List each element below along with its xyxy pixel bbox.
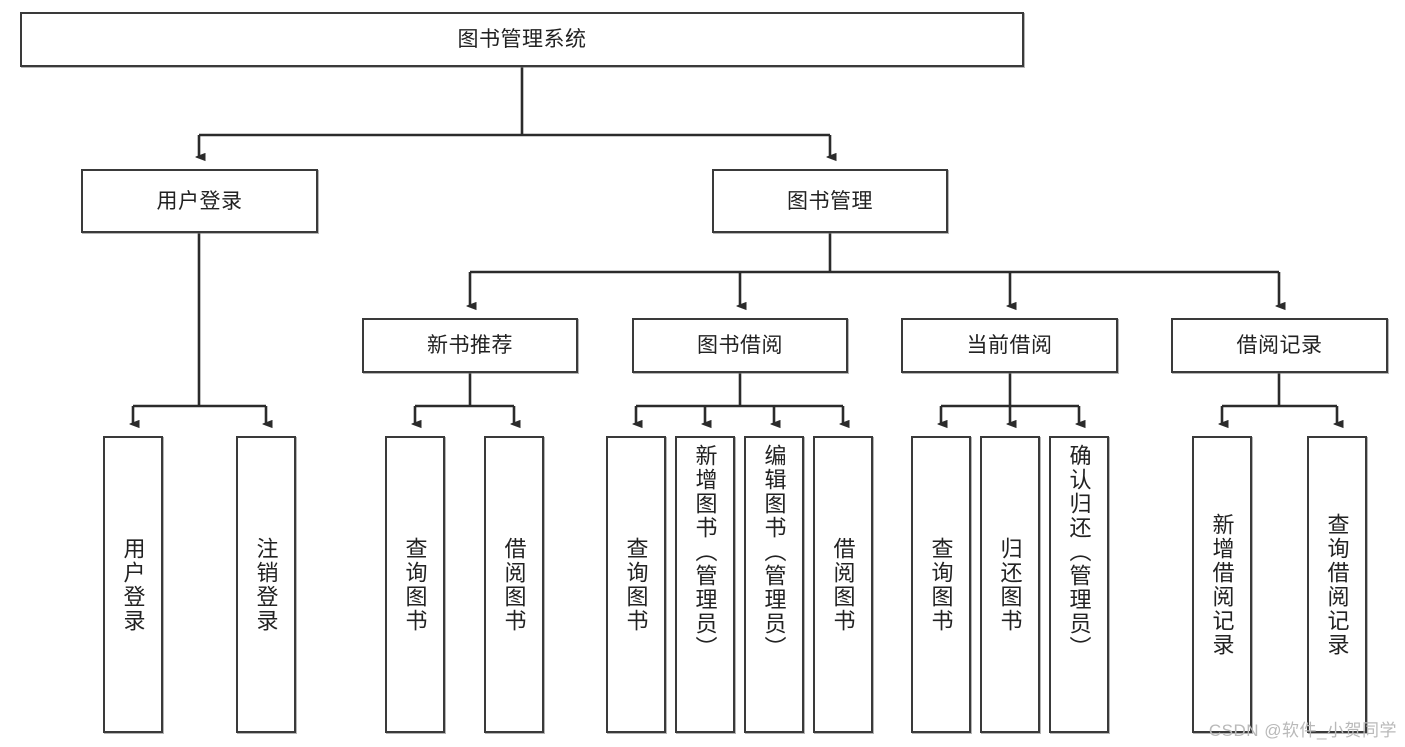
node-leaf-add-book-admin-label: 新增图书（管理员） — [692, 444, 718, 660]
node-new-book-recommend[interactable]: 新书推荐 — [362, 318, 578, 373]
node-borrow-record[interactable]: 借阅记录 — [1171, 318, 1388, 373]
node-leaf-borrow-book-2[interactable]: 借阅图书 — [813, 436, 873, 733]
node-user-login-label: 用户登录 — [156, 189, 243, 213]
node-book-management[interactable]: 图书管理 — [712, 169, 948, 233]
node-leaf-confirm-return-admin[interactable]: 确认归还（管理员） — [1049, 436, 1109, 733]
node-new-book-recommend-label: 新书推荐 — [427, 334, 513, 357]
node-leaf-add-book-admin[interactable]: 新增图书（管理员） — [675, 436, 735, 733]
node-root[interactable]: 图书管理系统 — [20, 12, 1024, 67]
node-leaf-edit-book-admin-label: 编辑图书（管理员） — [761, 444, 787, 660]
node-book-management-label: 图书管理 — [787, 189, 873, 213]
node-leaf-borrow-book-1-label: 借阅图书 — [501, 536, 527, 633]
node-leaf-add-borrow-record-label: 新增借阅记录 — [1209, 512, 1235, 657]
node-leaf-query-borrow-record-label: 查询借阅记录 — [1324, 512, 1350, 657]
node-leaf-borrow-book-1[interactable]: 借阅图书 — [484, 436, 544, 733]
node-leaf-logout-login[interactable]: 注销登录 — [236, 436, 296, 733]
node-leaf-return-book-label: 归还图书 — [997, 536, 1023, 633]
node-leaf-query-borrow-record[interactable]: 查询借阅记录 — [1307, 436, 1367, 733]
node-borrow-record-label: 借阅记录 — [1236, 334, 1323, 357]
node-leaf-confirm-return-admin-label: 确认归还（管理员） — [1066, 444, 1092, 660]
node-user-login[interactable]: 用户登录 — [81, 169, 318, 233]
node-book-borrow-label: 图书借阅 — [697, 334, 783, 357]
node-leaf-query-book-1-label: 查询图书 — [402, 536, 428, 633]
node-leaf-user-login-label: 用户登录 — [120, 536, 146, 633]
node-leaf-user-login[interactable]: 用户登录 — [103, 436, 163, 733]
node-leaf-edit-book-admin[interactable]: 编辑图书（管理员） — [744, 436, 804, 733]
node-current-borrow-label: 当前借阅 — [966, 334, 1053, 357]
node-book-borrow[interactable]: 图书借阅 — [632, 318, 848, 373]
csdn-watermark: CSDN @软件_小贺同学 — [1208, 721, 1397, 740]
node-current-borrow[interactable]: 当前借阅 — [901, 318, 1118, 373]
node-leaf-query-book-2-label: 查询图书 — [623, 536, 649, 633]
node-leaf-borrow-book-2-label: 借阅图书 — [830, 536, 856, 633]
node-leaf-query-book-3-label: 查询图书 — [928, 536, 954, 633]
node-leaf-logout-login-label: 注销登录 — [253, 536, 279, 633]
node-root-label: 图书管理系统 — [457, 28, 587, 51]
node-leaf-query-book-3[interactable]: 查询图书 — [911, 436, 971, 733]
node-leaf-query-book-2[interactable]: 查询图书 — [606, 436, 666, 733]
node-leaf-query-book-1[interactable]: 查询图书 — [385, 436, 445, 733]
node-leaf-add-borrow-record[interactable]: 新增借阅记录 — [1192, 436, 1252, 733]
node-leaf-return-book[interactable]: 归还图书 — [980, 436, 1040, 733]
